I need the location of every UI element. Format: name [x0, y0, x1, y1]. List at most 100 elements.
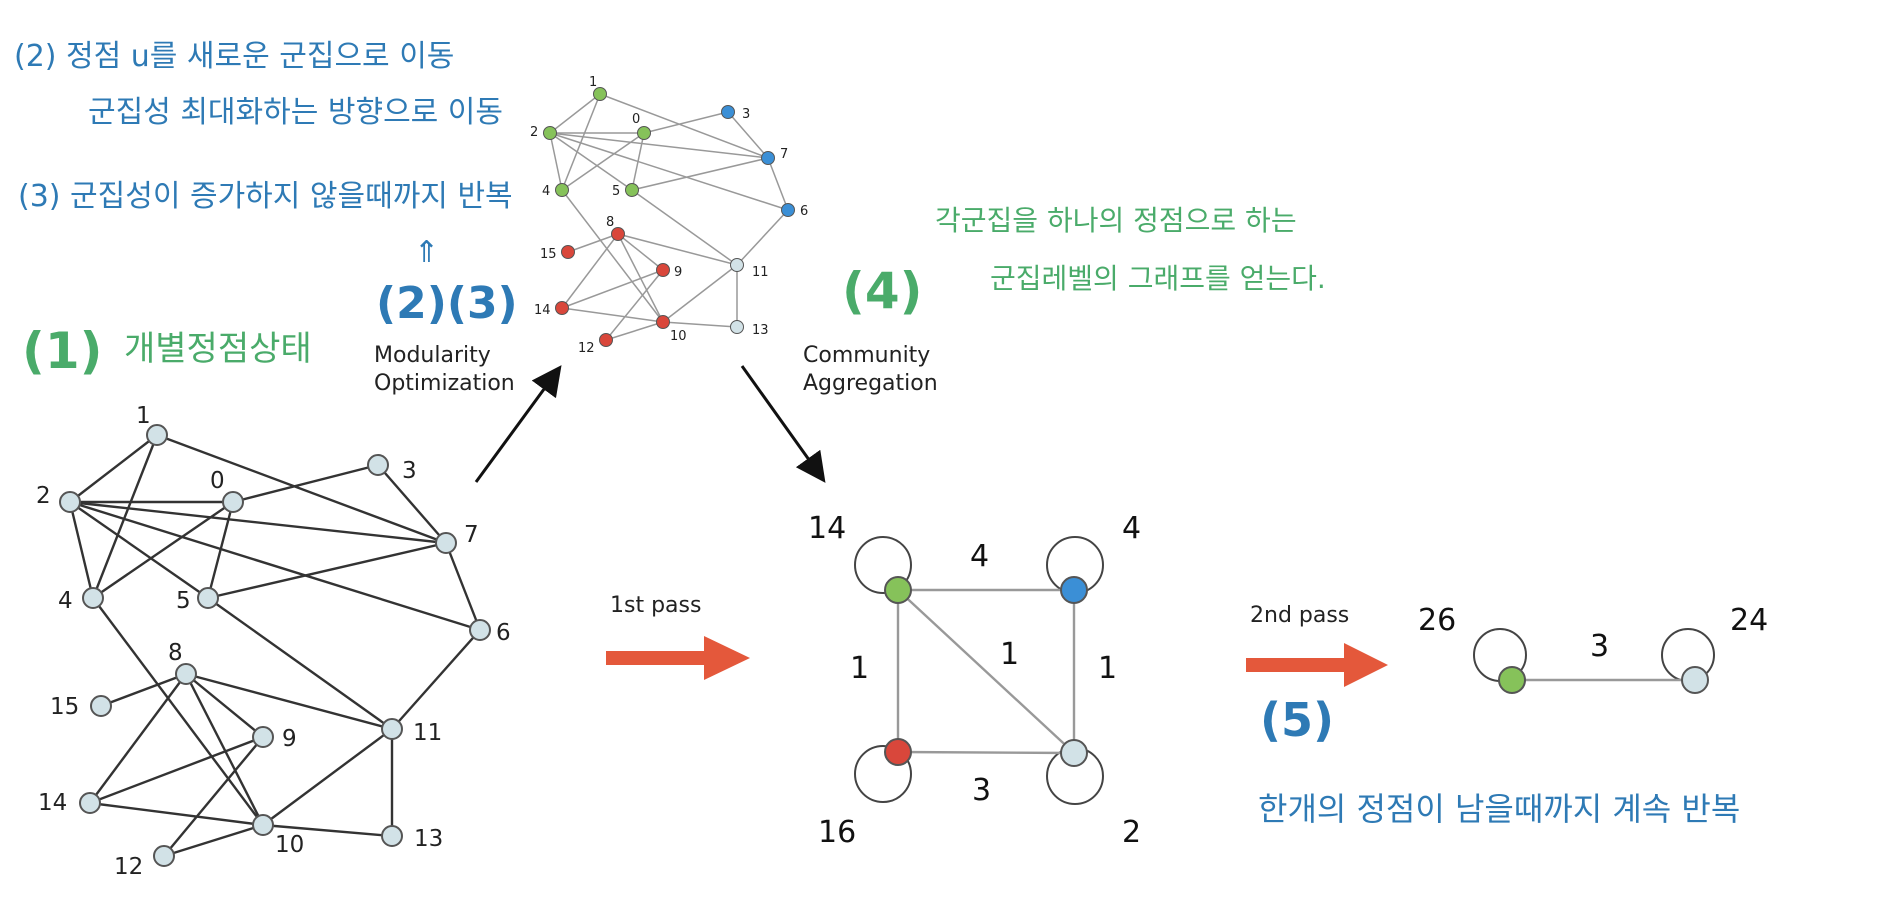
pnode-10	[656, 315, 670, 329]
pnode-6	[781, 203, 795, 217]
agg-weight-right: 1	[1098, 651, 1117, 686]
pnode-label-9: 9	[674, 265, 682, 280]
pnode-11	[730, 258, 744, 272]
node-2	[59, 491, 81, 513]
pedge-3-7	[727, 111, 769, 159]
node-label-5: 5	[176, 588, 191, 614]
edge-2-7	[69, 500, 447, 545]
partitioned-nodes	[543, 87, 795, 347]
pnode-9	[656, 263, 670, 277]
agg-node-label-16: 16	[818, 815, 856, 850]
node-label-2: 2	[36, 483, 51, 509]
edge-6-11	[391, 629, 481, 730]
original-nodes	[59, 424, 491, 867]
agg-node-14	[884, 576, 912, 604]
edge-4-10	[92, 597, 264, 826]
node-1	[146, 424, 168, 446]
pnode-5	[625, 183, 639, 197]
step5-text: 한개의 정점이 남을때까지 계속 반복	[1258, 790, 1740, 828]
pnode-1	[593, 87, 607, 101]
node-label-8: 8	[168, 640, 183, 666]
edge-8-11	[185, 672, 393, 731]
pnode-8	[611, 227, 625, 241]
edge-5-11	[207, 597, 393, 730]
node-11	[381, 718, 403, 740]
pnode-14	[555, 301, 569, 315]
pedge-6-11	[736, 209, 789, 266]
up-arrow-icon: ⇑	[414, 235, 439, 270]
note-step2-line1: (2) 정점 u를 새로운 군집으로 이동	[14, 39, 454, 74]
edge-1-7	[156, 433, 447, 545]
step5-label: (5)	[1260, 693, 1334, 747]
edge-6-7	[444, 542, 482, 631]
aggregated-edges	[896, 588, 1076, 755]
pedge-10-14	[561, 307, 664, 323]
edge-10-14	[89, 801, 264, 827]
node-label-11: 11	[413, 720, 442, 746]
pnode-label-13: 13	[752, 323, 769, 338]
edge-2-4	[68, 501, 95, 599]
node-10	[252, 814, 274, 836]
node-label-0: 0	[210, 468, 225, 494]
second-pass-arrow	[1246, 643, 1388, 687]
pnode-label-7: 7	[780, 147, 788, 162]
pnode-label-11: 11	[752, 265, 769, 280]
edge-8-9	[185, 673, 264, 738]
node-label-6: 6	[496, 620, 511, 646]
pnode-label-6: 6	[800, 204, 808, 219]
self-loop-14	[854, 536, 912, 594]
pedge-2-7	[549, 132, 769, 159]
step4-line2: 군집레벨의 그래프를 얻는다.	[990, 262, 1326, 295]
edge-9-12	[163, 736, 264, 857]
original-node-labels: 0 1 2 3 4 5 6 7 8 9 10 11 12 13 14 15	[36, 403, 511, 880]
edge-2-6	[69, 500, 481, 632]
pedge-5-11	[631, 189, 738, 266]
pnode-12	[599, 333, 613, 347]
node-4	[82, 587, 104, 609]
pedge-2-5	[549, 132, 633, 191]
edge-1-2	[69, 434, 158, 503]
node-8	[175, 663, 197, 685]
original-edges	[68, 433, 482, 858]
caption-second-pass: 2nd pass	[1250, 603, 1349, 628]
node-label-4: 4	[58, 588, 73, 614]
agg-node-label-2: 2	[1122, 815, 1141, 850]
pedge-10-12	[605, 321, 664, 341]
caption-community-1: Community	[803, 343, 930, 368]
node-label-13: 13	[414, 826, 443, 852]
aggregated-nodes	[884, 576, 1088, 767]
edge-1-4	[91, 434, 159, 599]
edge-2-5	[69, 501, 209, 599]
edge-8-14	[89, 673, 187, 804]
edge-10-12	[163, 823, 264, 858]
self-loop-16	[854, 745, 912, 803]
note-step3: (3) 군집성이 증가하지 않을때까지 반복	[18, 179, 513, 214]
pedge-10-11	[662, 264, 738, 323]
original-graph: 0 1 2 3 4 5 6 7 8 9 10 11 12 13 14 15	[36, 403, 511, 880]
node-14	[79, 792, 101, 814]
final-weight: 3	[1590, 629, 1609, 664]
agg-edge-diagonal	[897, 589, 1075, 754]
step4-label: (4)	[842, 262, 923, 320]
node-6	[469, 619, 491, 641]
final-node-label-26: 26	[1418, 603, 1456, 638]
pnode-label-3: 3	[742, 107, 750, 122]
final-node-label-24: 24	[1730, 603, 1768, 638]
pedge-1-4	[561, 93, 601, 191]
edge-8-15	[100, 672, 187, 708]
note-step2-line2: 군집성 최대화하는 방향으로 이동	[88, 95, 503, 130]
pedge-0-3	[643, 111, 729, 134]
edge-9-14	[89, 735, 264, 805]
edge-10-13	[262, 823, 393, 838]
pedge-2-4	[549, 132, 563, 191]
node-label-15: 15	[50, 694, 79, 720]
partitioned-node-labels: 0 1 2 3 4 5 6 7 8 9 10 11 12 13 14 15	[530, 75, 808, 356]
agg-weight-top: 4	[970, 539, 989, 574]
agg-node-label-14: 14	[808, 511, 846, 546]
caption-modularity-2: Optimization	[374, 371, 515, 396]
node-9	[252, 726, 274, 748]
final-graph: 26 24 3	[1418, 603, 1768, 694]
agg-node-16	[884, 738, 912, 766]
arrow-to-aggregation	[740, 365, 826, 483]
pedge-10-13	[662, 321, 738, 328]
